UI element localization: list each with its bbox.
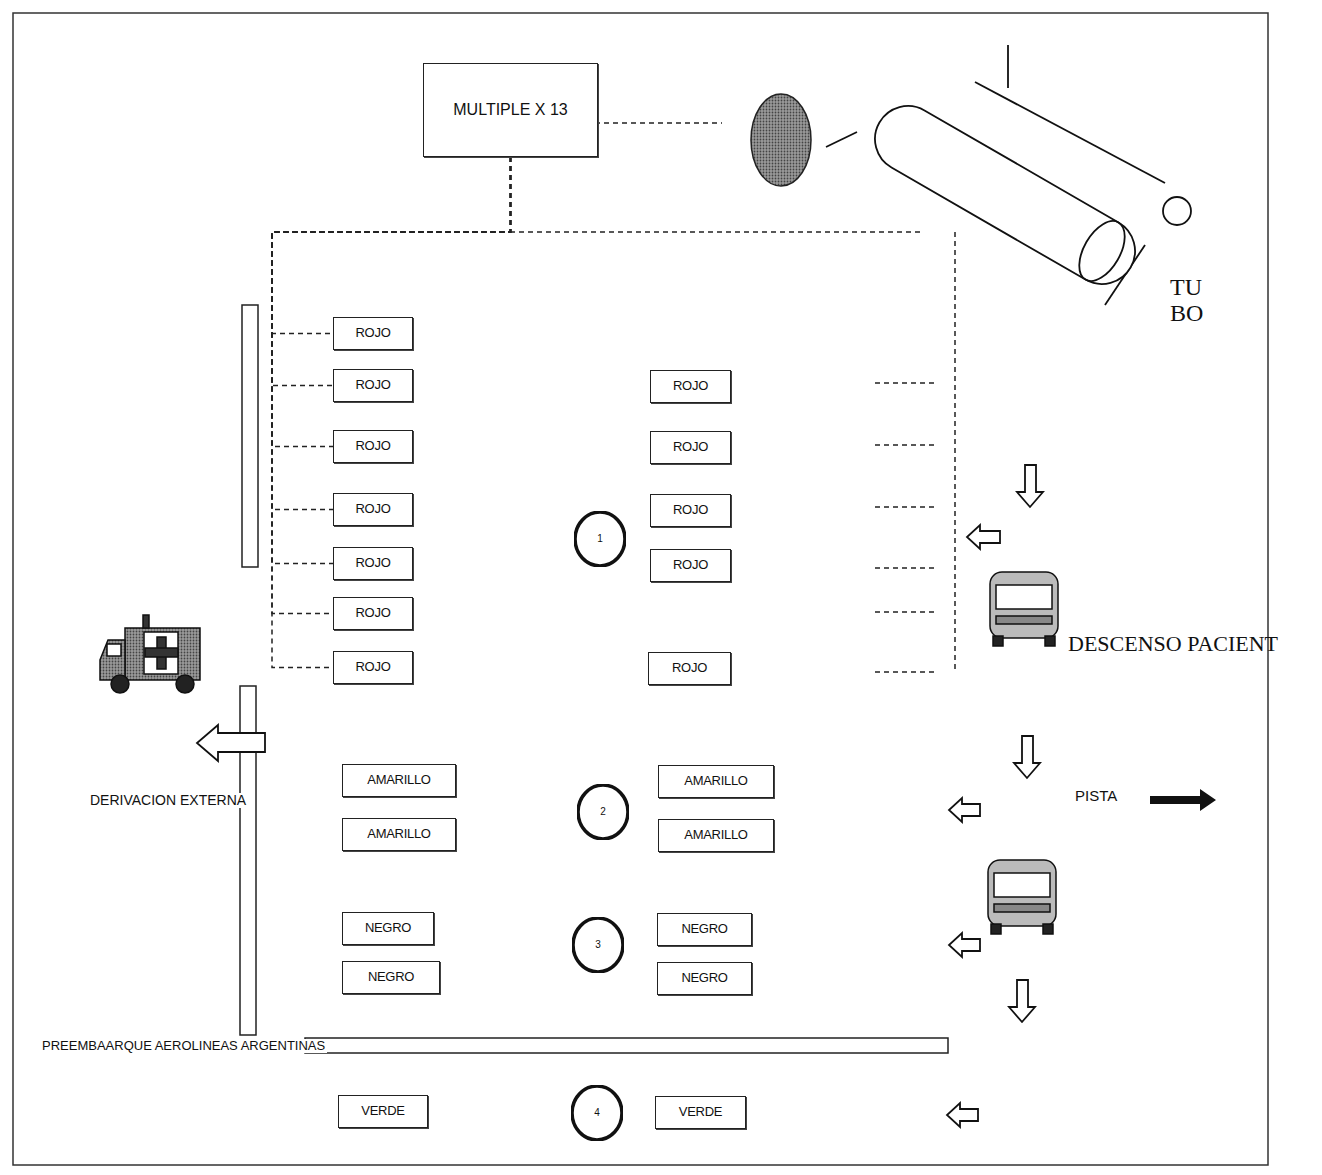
area-label: DESCENSO PACIENT [1068,632,1278,656]
circle-shape [578,785,628,839]
triage-box: AMARILLO [342,818,456,851]
box-label: NEGRO [681,922,727,937]
ambulance-icon [100,615,200,693]
area-label: TU BO [1170,274,1214,327]
runway-arrow [1150,789,1216,811]
barrier-bar [240,305,948,1053]
triage-box: ROJO [650,494,731,527]
dashed-wiring [510,123,955,672]
box-label: ROJO [672,661,707,676]
box-label: VERDE [361,1104,404,1119]
triage-box: ROJO [333,430,413,463]
connector-line [272,157,511,668]
box-label: AMARILLO [684,774,747,789]
zone-number: 2 [600,806,606,818]
triage-box: NEGRO [657,962,752,995]
triage-box: ROJO [650,370,731,403]
connector-line [272,157,511,447]
box-label: ROJO [356,326,391,341]
triage-box: NEGRO [342,961,440,994]
area-label: PISTA [1075,788,1117,805]
zone-number: 3 [595,939,601,951]
triage-box: VERDE [655,1096,746,1129]
dashed-connector [272,157,511,386]
area-label: DERIVACION EXTERNA [88,793,248,808]
box-label: AMARILLO [367,827,430,842]
dashed-connector [272,157,511,668]
zone-circle: 1 [574,511,626,567]
triage-box: MULTIPLE X 13 [423,63,598,157]
triage-box: ROJO [333,597,413,630]
box-label: NEGRO [365,921,411,936]
triage-box: NEGRO [342,912,434,945]
box-label: ROJO [673,503,708,518]
box-label: ROJO [673,558,708,573]
box-label: VERDE [679,1105,722,1120]
connector-line [272,157,511,614]
circle-shape [573,918,623,972]
triage-box: AMARILLO [658,819,774,852]
area-label: PREEMBAARQUE AEROLINEAS ARGENTINAS [40,1039,327,1053]
frame [13,13,1268,1165]
triage-box: ROJO [333,317,413,350]
triage-box: AMARILLO [658,765,774,798]
triage-box: VERDE [338,1095,428,1128]
dashed-connector [272,157,511,334]
dashed-connector [272,157,511,510]
connector-line [272,157,511,510]
triage-box: ROJO [650,431,731,464]
tube-symbol [826,45,1191,305]
dashed-connector [272,157,511,447]
zone-circle: 3 [572,917,624,973]
box-label: ROJO [356,556,391,571]
triage-box: ROJO [650,549,731,582]
zone-number: 1 [597,533,603,545]
hollow-arrow [197,465,1043,1127]
dashed-connector [272,157,511,564]
box-label: MULTIPLE X 13 [453,101,567,119]
connector-line [272,157,511,564]
box-label: ROJO [673,440,708,455]
box-label: NEGRO [368,970,414,985]
triage-box: ROJO [333,369,413,402]
bus-icon [988,572,1058,934]
zone-number: 4 [594,1107,600,1119]
box-label: NEGRO [681,971,727,986]
box-label: ROJO [356,502,391,517]
triage-box: NEGRO [657,913,752,946]
zone-circle: 4 [571,1085,623,1141]
triage-box: ROJO [333,547,413,580]
connector-line [272,157,511,334]
connector-line [272,157,511,386]
box-label: ROJO [356,439,391,454]
zone-circle: 2 [577,784,629,840]
circle-shape [572,1086,622,1140]
dashed-connector [272,157,511,614]
triage-box: ROJO [333,651,413,684]
triage-box: AMARILLO [342,764,456,797]
box-label: AMARILLO [684,828,747,843]
circle-shape [575,512,625,566]
box-label: ROJO [356,660,391,675]
box-label: ROJO [356,606,391,621]
triage-box: ROJO [648,652,731,685]
box-label: AMARILLO [367,773,430,788]
triage-box: ROJO [333,493,413,526]
box-label: ROJO [356,378,391,393]
grey-ellipse [751,94,811,186]
box-label: ROJO [673,379,708,394]
